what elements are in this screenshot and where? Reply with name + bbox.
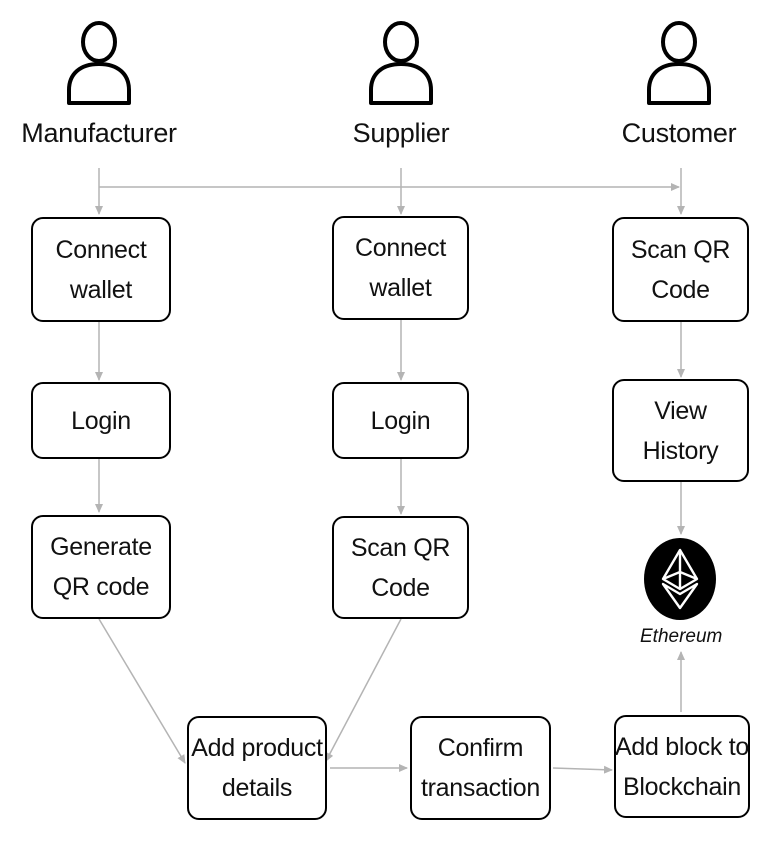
box-customer-scan-qr-code: Scan QR Code bbox=[612, 217, 749, 322]
box-label-line2: details bbox=[221, 774, 293, 802]
box-label-line2: Code bbox=[651, 275, 710, 304]
box-label-line2: wallet bbox=[69, 275, 133, 304]
box-label-line2: Blockchain bbox=[623, 772, 741, 801]
actor-label: Manufacturer bbox=[21, 118, 177, 148]
box-label-line2: transaction bbox=[421, 774, 540, 802]
box-label: Login bbox=[370, 406, 431, 435]
arrow-generate-to-add-product bbox=[98, 618, 186, 764]
box-label-line1: Scan QR bbox=[350, 533, 451, 562]
box-label-line1: View bbox=[654, 396, 707, 425]
person-icon bbox=[647, 21, 711, 105]
box-label: Login bbox=[71, 406, 131, 435]
actor-label: Customer bbox=[621, 118, 737, 148]
ethereum-logo-icon bbox=[644, 538, 716, 620]
box-supplier-scan-qr-code: Scan QR Code bbox=[332, 516, 469, 619]
actor-customer: Customer bbox=[599, 20, 759, 149]
box-label-line1: Add block to bbox=[615, 732, 749, 761]
box-label-line1: Confirm bbox=[437, 734, 524, 762]
box-label-line2: History bbox=[642, 436, 719, 465]
box-label-line1: Generate bbox=[50, 533, 152, 561]
arrow-scan-to-add-product bbox=[325, 618, 402, 762]
box-supplier-login: Login bbox=[332, 382, 469, 459]
box-label-line2: QR code bbox=[52, 573, 150, 601]
actor-manufacturer: Manufacturer bbox=[19, 20, 179, 149]
box-label-line1: Add product bbox=[191, 734, 323, 762]
box-generate-qr-code: Generate QR code bbox=[31, 515, 171, 619]
box-add-block-to-blockchain: Add block to Blockchain bbox=[614, 715, 750, 818]
box-label-line1: Connect bbox=[55, 235, 147, 264]
box-manufacturer-connect-wallet: Connect wallet bbox=[31, 217, 171, 322]
box-label-line1: Connect bbox=[354, 234, 446, 262]
arrow-confirm-to-add-block bbox=[552, 765, 613, 774]
actor-label: Supplier bbox=[352, 118, 450, 148]
box-supplier-connect-wallet: Connect wallet bbox=[332, 216, 469, 320]
box-confirm-transaction: Confirm transaction bbox=[410, 716, 551, 820]
person-icon bbox=[67, 21, 131, 105]
ethereum-label: Ethereum bbox=[640, 626, 723, 647]
actor-supplier: Supplier bbox=[321, 20, 481, 149]
person-icon bbox=[369, 21, 433, 105]
box-add-product-details: Add product details bbox=[187, 716, 327, 820]
box-label-line1: Scan QR bbox=[630, 235, 731, 264]
box-manufacturer-login: Login bbox=[31, 382, 171, 459]
box-label-line2: Code bbox=[371, 573, 430, 602]
box-label-line2: wallet bbox=[369, 274, 432, 302]
